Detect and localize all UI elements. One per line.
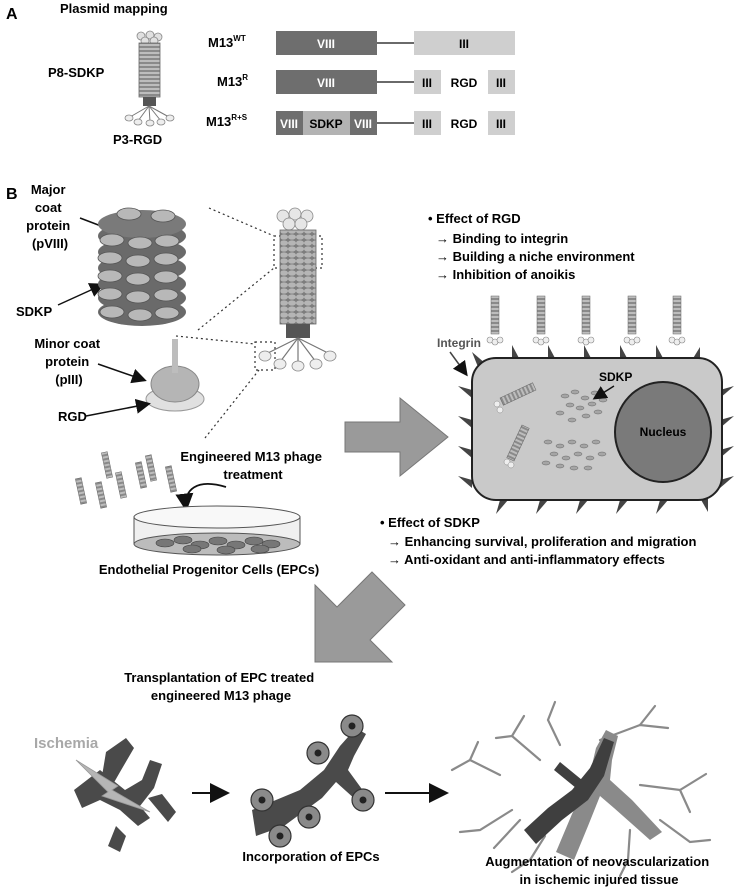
seg-rgd: RGD <box>451 117 478 131</box>
cell-sdkp-arrow <box>592 385 615 400</box>
seg-sdkp: SDKP <box>309 117 342 131</box>
seg-viii: VIII <box>317 37 335 51</box>
integrin-label: Integrin <box>437 336 481 350</box>
block-arrow-right <box>344 396 449 478</box>
construct-r: VIII III RGD III <box>276 70 515 94</box>
major-coat-stack <box>97 207 186 326</box>
rgd-effects: • Effect of RGD → Binding to integrin → … <box>428 211 638 282</box>
label-p8-sdkp: P8-SDKP <box>48 65 105 80</box>
zoom-lines <box>175 207 323 439</box>
sdkp-effects: • Effect of SDKP → Enhancing survival, p… <box>380 515 700 567</box>
rgd-arrow <box>85 398 151 417</box>
ischemia-label: Ischemia <box>34 735 99 752</box>
row-label-m13-wt: M13WT <box>208 34 246 50</box>
sdkp-arrow <box>57 283 105 306</box>
row-label-m13-r: M13R <box>217 73 248 89</box>
seg-rgd: RGD <box>451 76 478 90</box>
row-label-m13-rs: M13R+S <box>206 113 248 129</box>
transplant-label: Transplantation of EPC treated engineere… <box>124 670 318 703</box>
minor-coat-label: Minor coat protein (pIII) <box>34 336 103 387</box>
panel-a-letter: A <box>6 6 18 23</box>
seg-iii: III <box>422 76 432 90</box>
label-p3-rgd: P3-RGD <box>113 132 162 147</box>
epcs-label: Endothelial Progenitor Cells (EPCs) <box>99 562 319 577</box>
minor-coat-protein <box>145 339 205 412</box>
block-arrow-down-left <box>314 571 406 663</box>
incorporation-label: Incorporation of EPCs <box>242 849 379 864</box>
petri-dish <box>133 505 301 556</box>
augmentation-label: Augmentation of neovascularization in is… <box>485 854 713 887</box>
treatment-label: Engineered M13 phage treatment <box>180 449 325 482</box>
sdkp-label: SDKP <box>16 304 52 319</box>
panel-a-title: Plasmid mapping <box>60 1 168 16</box>
construct-wt: VIII III <box>276 31 515 55</box>
minor-coat-arrow <box>97 363 147 384</box>
phage-illustration-b <box>258 207 337 372</box>
cell-illustration <box>458 345 734 514</box>
small-phages <box>75 451 177 509</box>
seg-viii: VIII <box>317 76 335 90</box>
seg-iii: III <box>496 76 506 90</box>
integrin-arrow <box>449 351 468 377</box>
major-coat-label: Major coat protein (pVIII) <box>26 182 74 251</box>
ischemic-vessel <box>74 738 176 852</box>
neovascular-vessel <box>524 730 662 860</box>
seg-iii: III <box>422 117 432 131</box>
seg-iii: III <box>459 37 469 51</box>
cell-sdkp-label: SDKP <box>599 370 632 384</box>
treatment-arrow <box>175 483 227 512</box>
seg-viii: VIII <box>280 117 298 131</box>
rgd-label: RGD <box>58 409 87 424</box>
seg-iii: III <box>496 117 506 131</box>
nucleus-label: Nucleus <box>640 425 687 439</box>
panel-b-letter: B <box>6 186 18 203</box>
lightning-icon <box>75 759 151 813</box>
phage-illustration-a <box>124 30 175 127</box>
incorporation-vessel <box>250 714 375 848</box>
phages-above-cell <box>486 295 686 346</box>
construct-rs: VIII SDKP VIII III RGD III <box>276 111 515 135</box>
seg-viii: VIII <box>354 117 372 131</box>
